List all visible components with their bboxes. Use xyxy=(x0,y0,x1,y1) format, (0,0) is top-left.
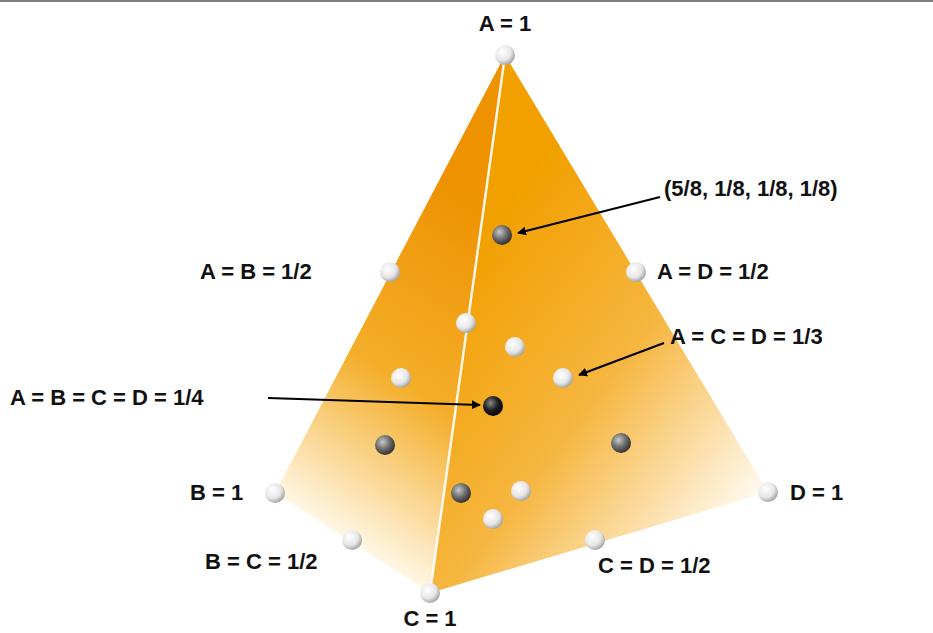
point-label: C = D = 1/2 xyxy=(598,554,711,578)
point-label: D = 1 xyxy=(790,481,843,505)
point-label: A = D = 1/2 xyxy=(657,260,769,284)
point-label: A = C = D = 1/3 xyxy=(670,325,823,349)
point-label: (5/8, 1/8, 1/8, 1/8) xyxy=(664,177,838,201)
point-label: C = 1 xyxy=(403,607,456,631)
point-label: B = 1 xyxy=(190,481,243,505)
top-rule xyxy=(0,0,933,2)
point-label: A = 1 xyxy=(479,12,531,36)
point-label: A = B = 1/2 xyxy=(200,260,312,284)
front-edge xyxy=(430,55,505,593)
point-label: B = C = 1/2 xyxy=(205,550,318,574)
point-label: A = B = C = D = 1/4 xyxy=(10,386,204,410)
leader-lines xyxy=(268,197,664,405)
